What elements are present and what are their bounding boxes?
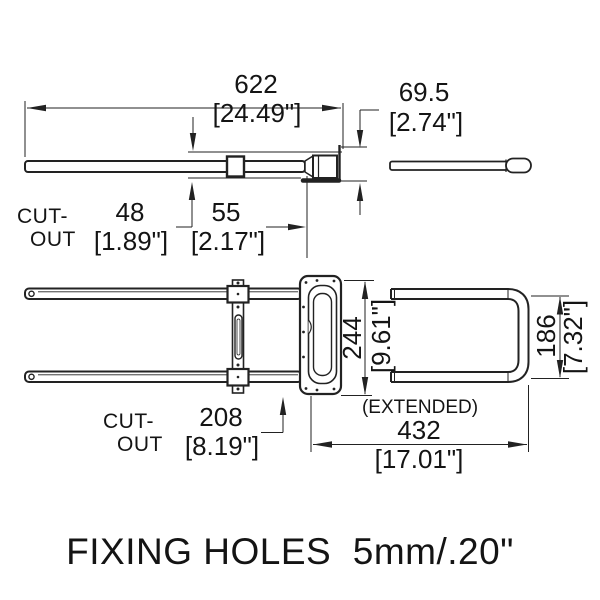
handle-latch-notch [308, 319, 312, 335]
arrow [556, 296, 564, 315]
arrow [556, 360, 564, 378]
top-rail [24, 287, 303, 300]
bottom-rail [24, 370, 303, 383]
dim-48-mm-label: 48 [115, 197, 145, 227]
plan-view-drawing [24, 274, 530, 396]
arrow [356, 130, 364, 148]
dim-622-mm-label: 622 [234, 69, 278, 99]
bracket-slot [234, 314, 243, 360]
cutout-label-bottom-line2: OUT [117, 433, 163, 456]
dim-622-in-label: [24.49"] [212, 98, 302, 128]
mounting-plate [298, 274, 343, 396]
dim-432-in-label: [17.01"] [374, 444, 464, 474]
arrow [27, 104, 46, 112]
extended-note-label: (EXTENDED) [361, 397, 479, 418]
end-rod-drawing [389, 157, 532, 174]
plan-view-dimensions [261, 280, 569, 452]
plate-fixing-holes [302, 279, 336, 392]
arrow [322, 104, 341, 112]
arrow [279, 397, 287, 415]
arrow [361, 281, 369, 299]
side-view-drawing [24, 145, 342, 183]
rod-cap [505, 157, 532, 174]
handle-outer [307, 284, 338, 385]
dim-69-5-in-label: [2.74"] [388, 107, 464, 137]
dim-244-mm-label: 244 [336, 316, 367, 360]
extended-u-frame [390, 288, 530, 383]
arrow [188, 182, 196, 200]
drawing-title: FIXING HOLES 5mm/.20" [66, 531, 514, 572]
arrow [313, 441, 332, 448]
dim-55-mm-label: 55 [211, 197, 241, 227]
arrow [361, 377, 369, 395]
dim-244-in-label: [9.61"] [365, 298, 396, 374]
dim-55-in-label: [2.17"] [190, 226, 266, 256]
slide-collar [225, 155, 246, 178]
dim-186-mm-label: 186 [530, 314, 561, 358]
dim-432-mm-label: 432 [397, 415, 441, 445]
bottom-rail-end-hole [28, 373, 35, 381]
end-block [312, 154, 338, 179]
top-rail-end-hole [28, 290, 35, 298]
bracket-slot-inner [236, 318, 241, 356]
arrow [508, 441, 527, 448]
cutout-label-top-line1: CUT- [17, 205, 68, 228]
arrow [288, 223, 306, 231]
rod-body [389, 160, 509, 171]
side-view-dimensions [24, 101, 379, 258]
dim-69-5-mm-label: 69.5 [398, 77, 450, 107]
dim-186-in-label: [7.32"] [557, 299, 588, 375]
arrow [356, 183, 364, 201]
arrow [189, 133, 197, 151]
dim-48-in-label: [1.89"] [93, 226, 169, 256]
cutout-label-bottom-line1: CUT- [103, 410, 154, 433]
cutout-label-top-line2: OUT [30, 228, 76, 251]
dim-208-in-label: [8.19"] [184, 431, 260, 461]
rail-bar [24, 160, 306, 173]
dim-208-mm-label: 208 [199, 402, 243, 432]
bracket-fixing-holes [236, 281, 240, 391]
handle-inner [312, 292, 333, 377]
taper [304, 154, 314, 179]
